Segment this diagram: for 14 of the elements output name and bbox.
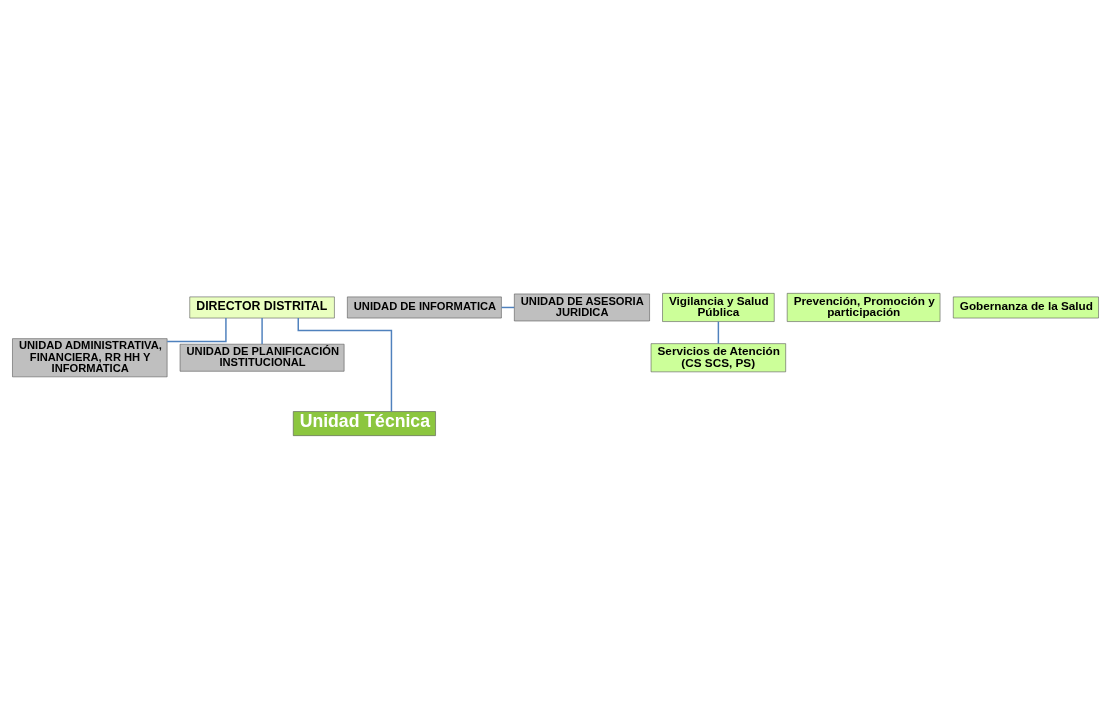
node-box: DIRECTOR DISTRITAL <box>189 296 335 318</box>
connector <box>166 316 227 342</box>
node-box: Vigilancia y Salud Pública <box>662 292 775 322</box>
node-box: Unidad Técnica <box>292 410 436 436</box>
node-box: UNIDAD DE PLANIFICACIÓN INSTITUCIONAL <box>179 343 345 372</box>
node-box: UNIDAD ADMINISTRATIVA, FINANCIERA, RR HH Y INFORMATICA <box>12 337 168 377</box>
connector <box>717 320 720 344</box>
node-box: UNIDAD DE ASESORIA JURIDICA <box>514 293 650 321</box>
node-box: UNIDAD DE INFORMATICA <box>347 296 502 318</box>
node-box: Prevención, Promoción y participación <box>786 292 941 322</box>
node-box: Servicios de Atención (CS SCS, PS) <box>650 342 786 372</box>
connector <box>297 316 393 412</box>
node-box: Gobernanza de la Salud <box>953 296 1099 318</box>
connector <box>261 316 263 345</box>
